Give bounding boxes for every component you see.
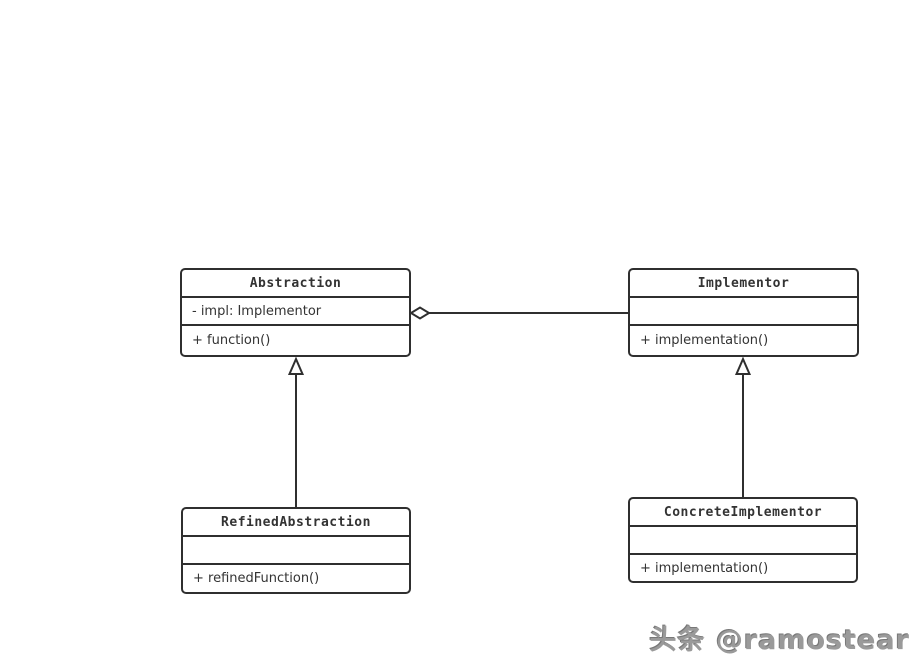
class-name: Implementor bbox=[630, 270, 857, 298]
generalization-triangle-icon bbox=[734, 356, 752, 375]
method-text: + implementation() bbox=[640, 333, 769, 348]
class-box-refined-abstraction: RefinedAbstraction + refinedFunction() bbox=[181, 507, 411, 594]
class-box-abstraction: Abstraction - impl: Implementor + functi… bbox=[180, 268, 411, 357]
class-box-concrete-implementor: ConcreteImplementor + implementation() bbox=[628, 497, 858, 583]
class-attributes bbox=[183, 537, 409, 565]
method-text: + refinedFunction() bbox=[193, 571, 320, 586]
class-methods: + implementation() bbox=[630, 555, 856, 581]
class-name: Abstraction bbox=[182, 270, 409, 298]
class-box-implementor: Implementor + implementation() bbox=[628, 268, 859, 357]
generalization-triangle-icon bbox=[287, 356, 305, 375]
watermark-text: 头条 @ramostear bbox=[649, 625, 910, 656]
class-name: RefinedAbstraction bbox=[183, 509, 409, 537]
method-text: + implementation() bbox=[640, 560, 769, 576]
generalization-connector-refined-abstraction bbox=[287, 356, 305, 507]
class-methods: + refinedFunction() bbox=[183, 565, 409, 592]
class-methods: + function() bbox=[182, 326, 409, 355]
aggregation-connector bbox=[409, 306, 628, 320]
method-text: + function() bbox=[192, 333, 271, 348]
attribute-text: - impl: Implementor bbox=[192, 303, 322, 319]
aggregation-diamond-icon bbox=[409, 306, 431, 320]
generalization-connector-concrete-implementor bbox=[734, 356, 752, 497]
class-methods: + implementation() bbox=[630, 326, 857, 355]
class-attributes bbox=[630, 298, 857, 326]
class-attributes: - impl: Implementor bbox=[182, 298, 409, 326]
class-attributes bbox=[630, 527, 856, 555]
class-name: ConcreteImplementor bbox=[630, 499, 856, 527]
